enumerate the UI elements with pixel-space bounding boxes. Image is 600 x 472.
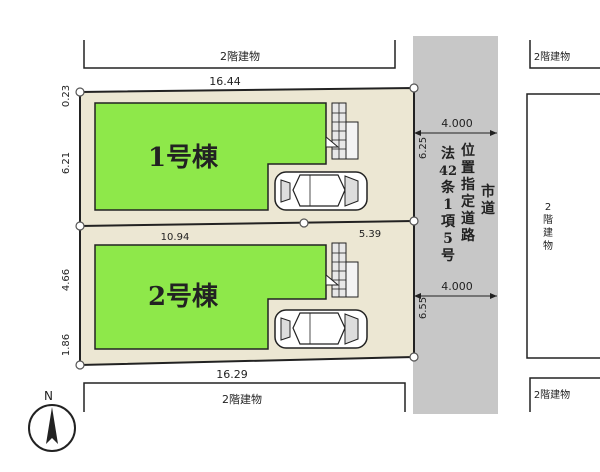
neighbor-right-char-1: 階: [543, 214, 553, 226]
road-strip: [413, 36, 498, 414]
road-width-dimension-top: 4.000: [414, 117, 497, 136]
lot-divider-line: [79, 220, 415, 227]
road-col2-2: 指: [461, 176, 475, 193]
neighbor-building-bottom: 2階建物: [83, 382, 406, 412]
dim-top-edge: 16.44: [209, 75, 241, 88]
north-compass-icon: N: [28, 389, 76, 452]
dim-lot1-depth: 6.21: [61, 152, 72, 174]
lot-1: 1号棟: [94, 102, 368, 211]
dim-lot2-depth: 4.66: [61, 269, 72, 291]
dim-left-gap: 0.23: [61, 85, 72, 107]
dim-middle-left: 10.94: [161, 232, 190, 243]
neighbor-right-char-2: 建: [543, 226, 553, 239]
road-col3-0: 市: [481, 183, 495, 200]
lot-2-car-icon: [274, 309, 368, 349]
road-col2-1: 置: [461, 159, 475, 176]
neighbor-label-top-right: 2階建物: [534, 50, 570, 63]
road-col1-0: 法: [441, 145, 455, 162]
road-col2-5: 路: [461, 227, 476, 244]
road-col1-5: 5: [443, 231, 453, 247]
road-width-bottom-label: 4.000: [441, 280, 473, 293]
road-col2-0: 位: [461, 142, 475, 159]
dim-bottom-edge: 16.29: [216, 368, 248, 381]
road-col1-1: 42: [439, 164, 457, 179]
compass-letter: N: [44, 389, 53, 403]
lot-1-stairs: [325, 102, 359, 160]
road-col1-2: 条: [440, 179, 456, 196]
lot-1-car-icon: [274, 171, 368, 211]
dim-lot2-lower: 1.86: [61, 334, 72, 356]
lot-2-building: [94, 244, 327, 350]
lot-1-label: 1号棟: [148, 143, 219, 173]
neighbor-building-top-right: 2階建物: [529, 40, 600, 69]
road-col3-1: 道: [481, 200, 495, 217]
lot-2-label: 2号棟: [148, 282, 219, 312]
neighbor-label-top: 2階建物: [220, 49, 260, 63]
lot-2-stairs: [325, 242, 359, 298]
neighbor-label-bottom-right: 2階建物: [534, 388, 570, 401]
road-label: 法 42 条 1 項 5 号 位 置 指 定 道 路 市 道: [439, 142, 495, 264]
lot-2: 2号棟: [94, 242, 368, 350]
lot-1-building: [94, 102, 327, 211]
neighbor-building-top: 2階建物: [83, 40, 396, 69]
boundary-markers: [75, 83, 419, 370]
dimension-labels: 16.44 0.23 6.21 4.66 1.86 10.94 5.39 6.2…: [61, 75, 429, 381]
neighbor-building-bottom-right: 2階建物: [529, 377, 600, 412]
road-col1-4: 項: [441, 214, 456, 230]
road-col1-6: 号: [441, 248, 455, 264]
neighbor-label-bottom: 2階建物: [222, 392, 262, 406]
dim-right-upper: 6.25: [418, 137, 429, 159]
dim-middle-right: 5.39: [359, 229, 381, 240]
road-col2-4: 道: [461, 210, 475, 227]
dim-right-lower: 6.55: [418, 297, 429, 319]
road-col1-3: 1: [443, 197, 453, 213]
neighbor-building-right: 2 階 建 物: [526, 93, 600, 359]
neighbor-right-char-0: 2: [545, 202, 551, 213]
road-width-dimension-bottom: 4.000: [414, 280, 497, 299]
neighbor-right-char-3: 物: [543, 239, 553, 252]
road-col2-3: 定: [461, 193, 475, 210]
road-width-top-label: 4.000: [441, 117, 473, 130]
